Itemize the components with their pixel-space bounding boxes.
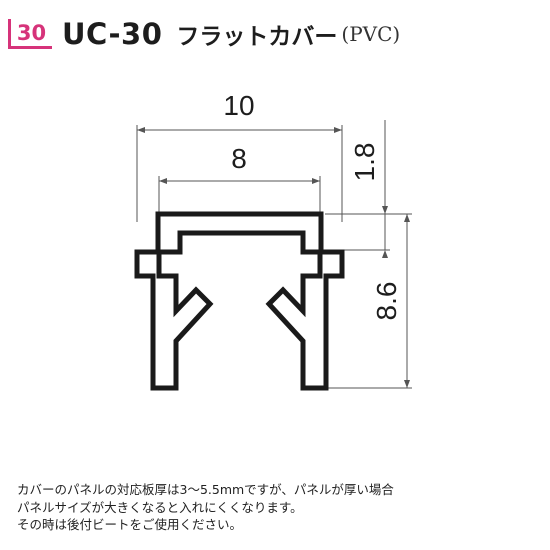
total-height-label: 8.6 — [371, 282, 402, 321]
arrow — [404, 214, 410, 222]
overall-width-label: 10 — [223, 90, 254, 121]
top-thickness-label: 1.8 — [349, 143, 380, 182]
arrow — [382, 206, 388, 214]
arrow — [312, 178, 320, 184]
note-line: その時は後付ビートをご使用ください。 — [17, 517, 243, 532]
product-name: フラットカバー — [176, 24, 338, 50]
header: 30 UC-30 フラットカバー (PVC) — [8, 14, 400, 54]
model-number: UC-30 — [62, 17, 163, 51]
note-line: カバーのパネルの対応板厚は3～5.5mmですが、パネルが厚い場合 — [17, 482, 394, 497]
arrow — [404, 380, 410, 388]
arrow — [382, 250, 388, 258]
dimension-lines — [136, 120, 412, 389]
usage-notes: カバーのパネルの対応板厚は3～5.5mmですが、パネルが厚い場合 パネルサイズが… — [17, 481, 537, 534]
arrow — [137, 127, 145, 133]
arrow — [159, 178, 167, 184]
dimension-arrows — [137, 127, 410, 388]
profile-drawing: 10 8 1.8 8.6 — [134, 90, 412, 391]
arrow — [334, 127, 342, 133]
cover-profile — [134, 211, 345, 391]
note-line: パネルサイズが大きくなると入れにくくなります。 — [17, 499, 303, 515]
inner-width-label: 8 — [231, 143, 247, 174]
material-label: (PVC) — [341, 22, 401, 46]
item-number-badge: 30 — [8, 19, 52, 49]
